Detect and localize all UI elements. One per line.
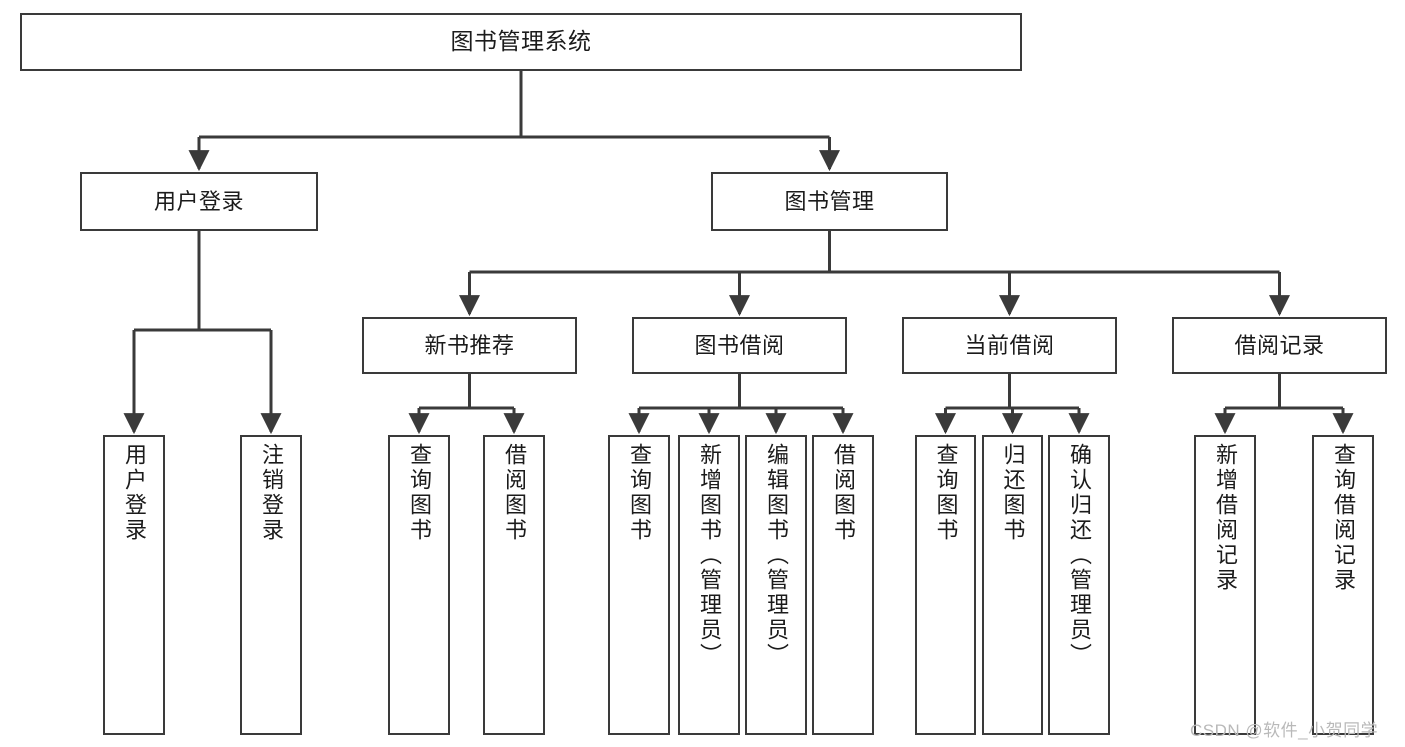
node-label: 查询图书	[407, 443, 432, 543]
node-label: 编辑图书（管理员）	[764, 443, 789, 668]
node-leaf-query-book-3[interactable]: 查询图书	[915, 435, 976, 735]
node-leaf-edit-book[interactable]: 编辑图书（管理员）	[745, 435, 807, 735]
node-label: 归还图书	[1000, 443, 1026, 543]
node-label: 注销登录	[259, 443, 284, 543]
node-label: 用户登录	[153, 188, 244, 214]
node-label: 借阅图书	[831, 443, 856, 543]
node-new-book-rec[interactable]: 新书推荐	[362, 317, 577, 374]
node-label: 查询借阅记录	[1331, 443, 1356, 593]
node-label: 确认归还（管理员）	[1067, 443, 1092, 668]
node-label: 查询图书	[627, 443, 652, 543]
node-leaf-borrow-book-2[interactable]: 借阅图书	[812, 435, 874, 735]
node-book-borrow[interactable]: 图书借阅	[632, 317, 847, 374]
node-root[interactable]: 图书管理系统	[20, 13, 1022, 71]
node-label: 图书借阅	[694, 332, 785, 358]
node-leaf-query-book-2[interactable]: 查询图书	[608, 435, 670, 735]
node-label: 用户登录	[122, 443, 147, 543]
node-label: 图书管理	[784, 188, 875, 214]
node-leaf-add-record[interactable]: 新增借阅记录	[1194, 435, 1256, 735]
node-label: 图书管理系统	[450, 28, 592, 55]
node-label: 新书推荐	[424, 332, 515, 358]
node-current-borrow[interactable]: 当前借阅	[902, 317, 1117, 374]
node-label: 新增图书（管理员）	[697, 443, 722, 668]
node-borrow-record[interactable]: 借阅记录	[1172, 317, 1387, 374]
node-book-manage[interactable]: 图书管理	[711, 172, 948, 231]
csdn-watermark: CSDN @软件_小贺同学	[1190, 721, 1379, 740]
node-leaf-borrow-book-1[interactable]: 借阅图书	[483, 435, 545, 735]
node-leaf-add-book[interactable]: 新增图书（管理员）	[678, 435, 740, 735]
node-leaf-logout[interactable]: 注销登录	[240, 435, 302, 735]
node-label: 借阅图书	[502, 443, 527, 543]
node-leaf-confirm-ret[interactable]: 确认归还（管理员）	[1048, 435, 1110, 735]
node-label: 新增借阅记录	[1213, 443, 1238, 593]
node-leaf-user-login[interactable]: 用户登录	[103, 435, 165, 735]
node-label: 借阅记录	[1234, 332, 1325, 358]
node-leaf-query-record[interactable]: 查询借阅记录	[1312, 435, 1374, 735]
node-leaf-query-book-1[interactable]: 查询图书	[388, 435, 450, 735]
node-label: 当前借阅	[964, 332, 1055, 358]
node-user-login[interactable]: 用户登录	[80, 172, 318, 231]
node-leaf-return-book[interactable]: 归还图书	[982, 435, 1043, 735]
node-label: 查询图书	[933, 443, 959, 543]
